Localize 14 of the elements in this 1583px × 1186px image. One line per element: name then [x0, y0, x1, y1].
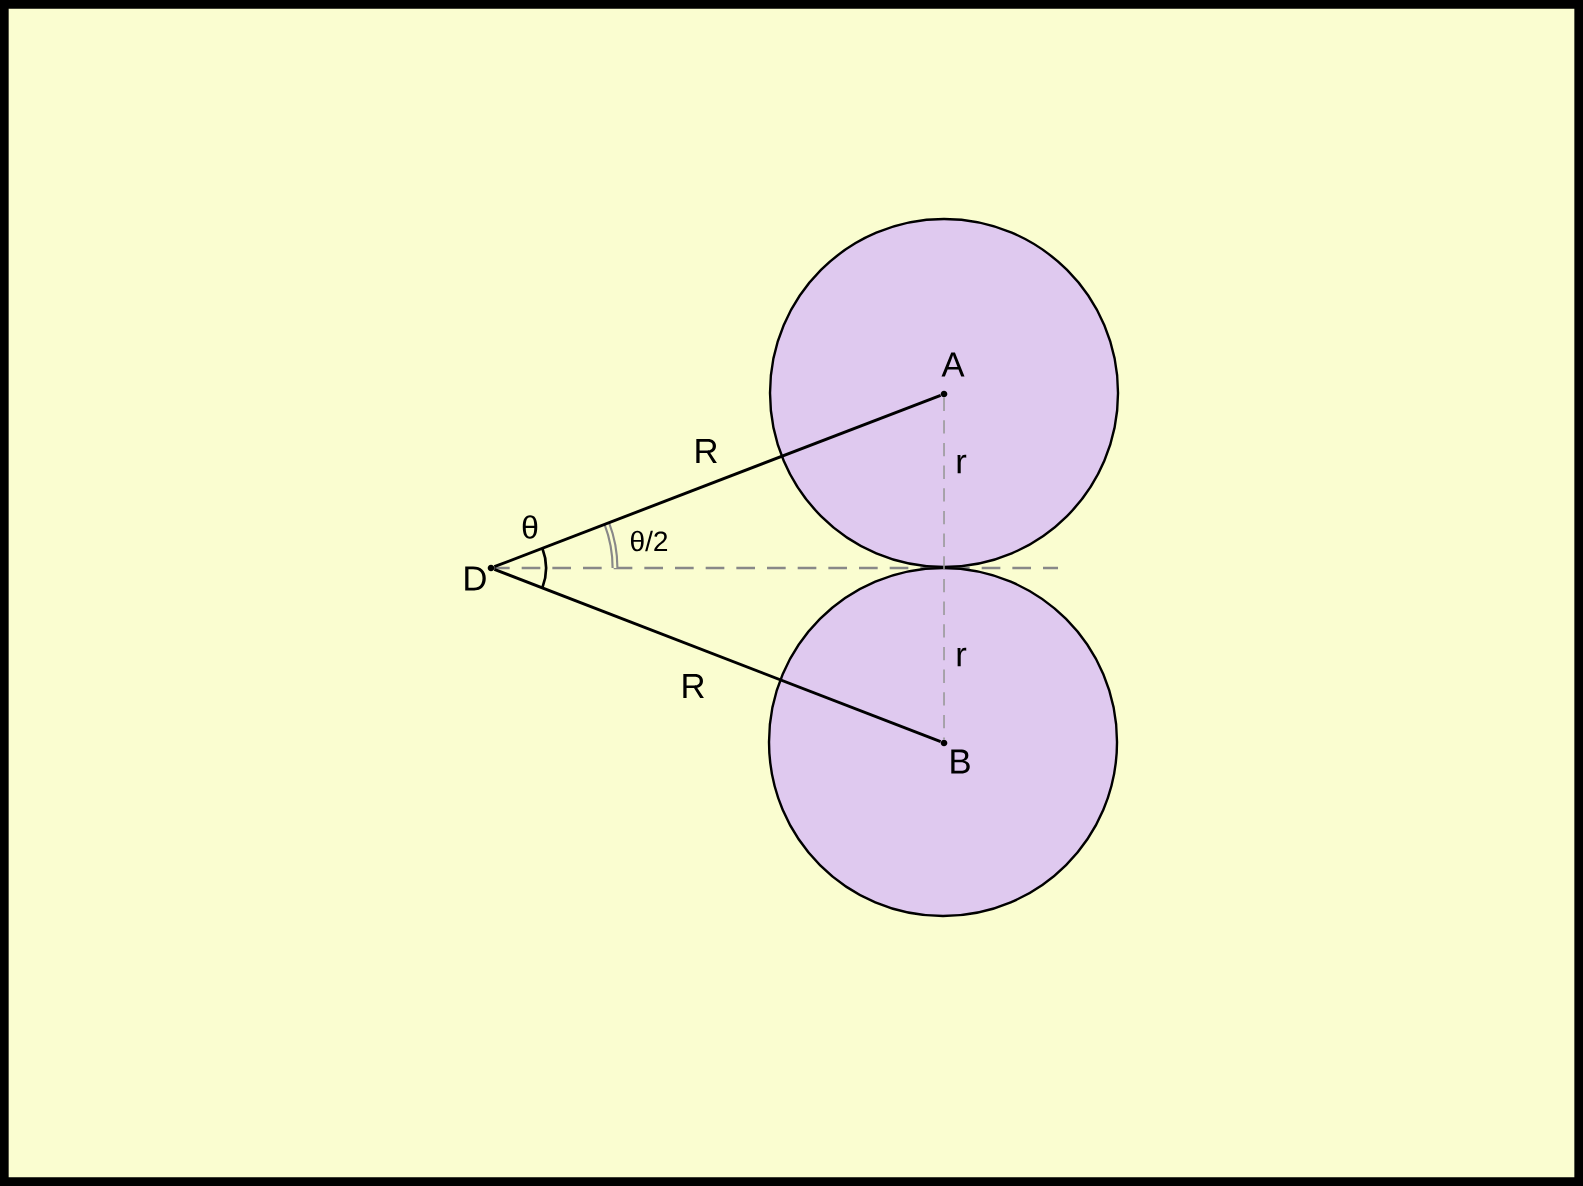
line-segment	[943, 396, 945, 741]
disc	[768, 217, 1120, 569]
edge-label: R	[679, 672, 707, 700]
point-label: B	[951, 749, 970, 774]
point-label: D	[465, 566, 486, 591]
line-segment	[493, 393, 942, 569]
line-segment	[493, 567, 942, 744]
disc	[767, 566, 1119, 918]
length-label: r	[957, 647, 967, 667]
angle-label: θ	[522, 515, 538, 539]
edge-label: R	[692, 437, 720, 465]
angle-label: θ/2	[631, 530, 668, 552]
point-label: A	[941, 352, 965, 377]
length-label: r	[957, 454, 967, 474]
